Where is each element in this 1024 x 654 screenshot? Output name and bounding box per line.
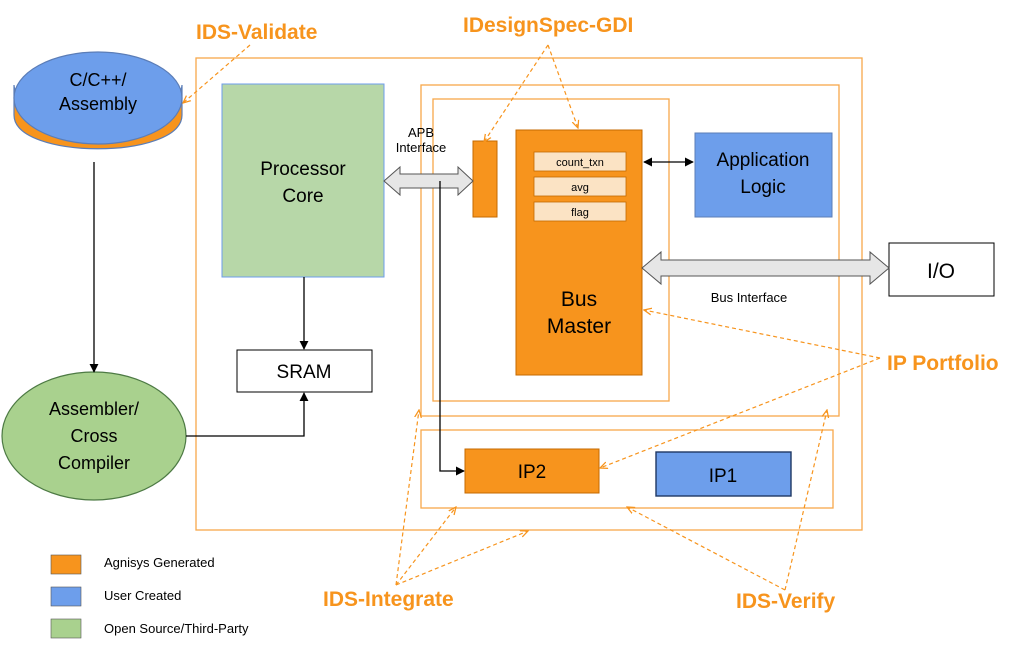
app-logic-label-2: Logic (740, 177, 785, 198)
legend-swatch-open-source (50, 618, 82, 639)
ip2-block: IP2 (464, 448, 600, 494)
apb-to-ip2-arrow (439, 181, 465, 476)
processor-label-2: Core (282, 186, 323, 207)
source-label-1: C/C++/ (69, 70, 126, 90)
sram-label: SRAM (277, 362, 332, 383)
ip2-label: IP2 (518, 462, 547, 483)
ids-integrate-label: IDS-Integrate (323, 588, 454, 611)
bus-master-block: count_txn avg flag Bus Master (515, 129, 643, 376)
bus-master-boundary (432, 98, 670, 402)
application-logic-block: Application Logic (694, 132, 833, 218)
compiler-label-2: Cross (70, 426, 117, 446)
ids-verify-label: IDS-Verify (736, 590, 836, 613)
compiler-label-1: Assembler/ (49, 399, 139, 419)
idesignspec-gdi-label: IDesignSpec-GDI (463, 14, 633, 37)
ip1-block: IP1 (655, 451, 792, 497)
source-label-2: Assembly (59, 94, 137, 114)
ids-validate-label: IDS-Validate (196, 21, 317, 44)
soc-boundary (195, 57, 863, 531)
legend-label: Agnisys Generated (104, 555, 215, 570)
register-count-txn (533, 151, 627, 172)
ip-portfolio-label: IP Portfolio (887, 352, 999, 375)
legend-label: Open Source/Third-Party (104, 621, 249, 636)
compiler-block: Assembler/ Cross Compiler (1, 371, 187, 501)
apb-bus-arrow (383, 165, 474, 197)
integrate-pointer-3 (395, 531, 528, 586)
verify-pointer-1 (627, 507, 786, 591)
ip1-label: IP1 (709, 466, 738, 487)
verify-pointer-2 (784, 410, 827, 591)
compiler-to-sram-arrow (186, 392, 309, 437)
apb-slave-block (472, 140, 498, 218)
apb-label-1: APB (408, 125, 434, 140)
app-logic-label-1: Application (717, 150, 810, 171)
register-label: avg (571, 182, 589, 194)
portfolio-pointer-bus-master (644, 310, 881, 359)
gdi-pointer-apb (484, 44, 549, 142)
gdi-pointer-bus-master (547, 44, 578, 128)
bus-master-label-2: Master (547, 315, 611, 338)
source-code-block: C/C++/ Assembly (13, 51, 183, 150)
apb-label-2: Interface (396, 140, 447, 155)
processor-label-1: Processor (260, 159, 346, 180)
integrate-pointer-2 (395, 507, 456, 586)
portfolio-pointer-ip2 (600, 357, 881, 468)
sram-block: SRAM (236, 349, 373, 393)
io-label: I/O (927, 260, 955, 283)
integrate-pointer-1 (395, 410, 419, 586)
legend-swatch-user (50, 586, 82, 607)
bus-interface-arrow (641, 250, 890, 286)
register-label: flag (571, 207, 589, 219)
ip-subsystem-boundary (420, 84, 840, 417)
legend: Agnisys Generated User Created Open Sour… (50, 554, 249, 639)
processor-core-block: Processor Core (221, 83, 385, 278)
bus-interface-label: Bus Interface (711, 290, 788, 305)
register-avg (533, 176, 627, 197)
bus-master-label-1: Bus (561, 288, 597, 311)
validate-pointer (183, 44, 251, 103)
register-flag (533, 201, 627, 222)
register-label: count_txn (556, 157, 604, 169)
io-block: I/O (888, 242, 995, 297)
legend-swatch-agnisys (50, 554, 82, 575)
legend-label: User Created (104, 588, 181, 603)
compiler-label-3: Compiler (58, 453, 130, 473)
